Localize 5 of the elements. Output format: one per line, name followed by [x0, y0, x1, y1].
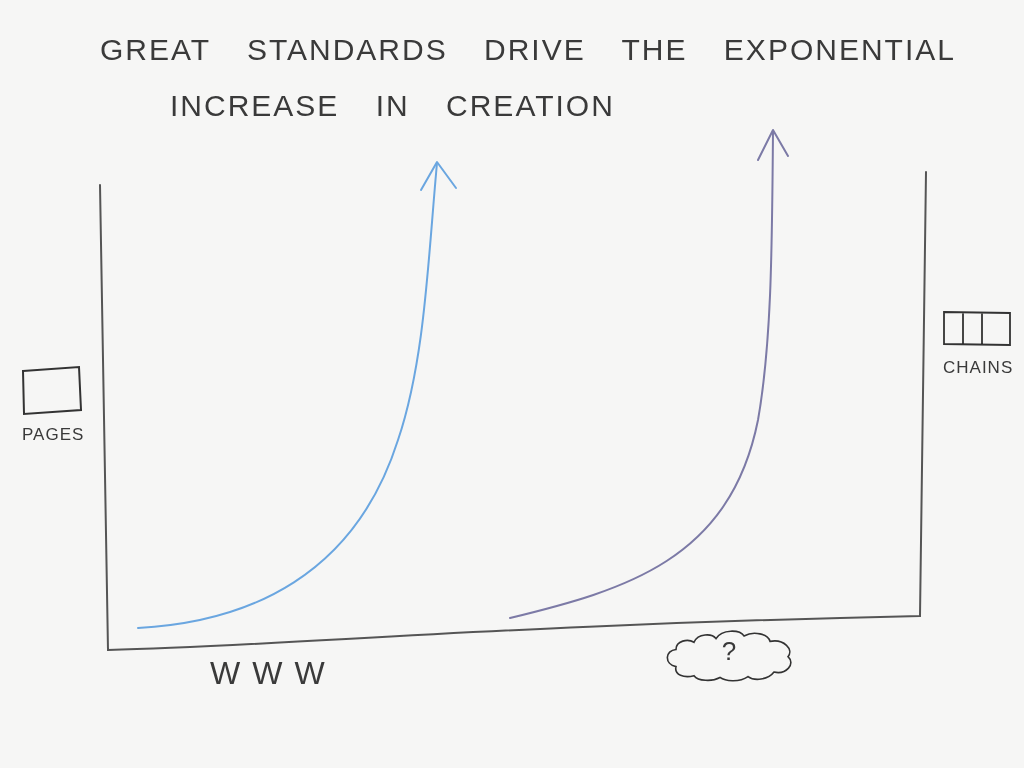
title-text: GREAT STANDARDS DRIVE THE EXPONENTIAL INCREASE IN CREATION [100, 32, 956, 124]
axis-label: PAGES [22, 425, 85, 445]
axis-label: CHAINS [943, 358, 1014, 378]
question-mark: ? [721, 636, 737, 667]
axis-label: WWW [210, 655, 337, 692]
